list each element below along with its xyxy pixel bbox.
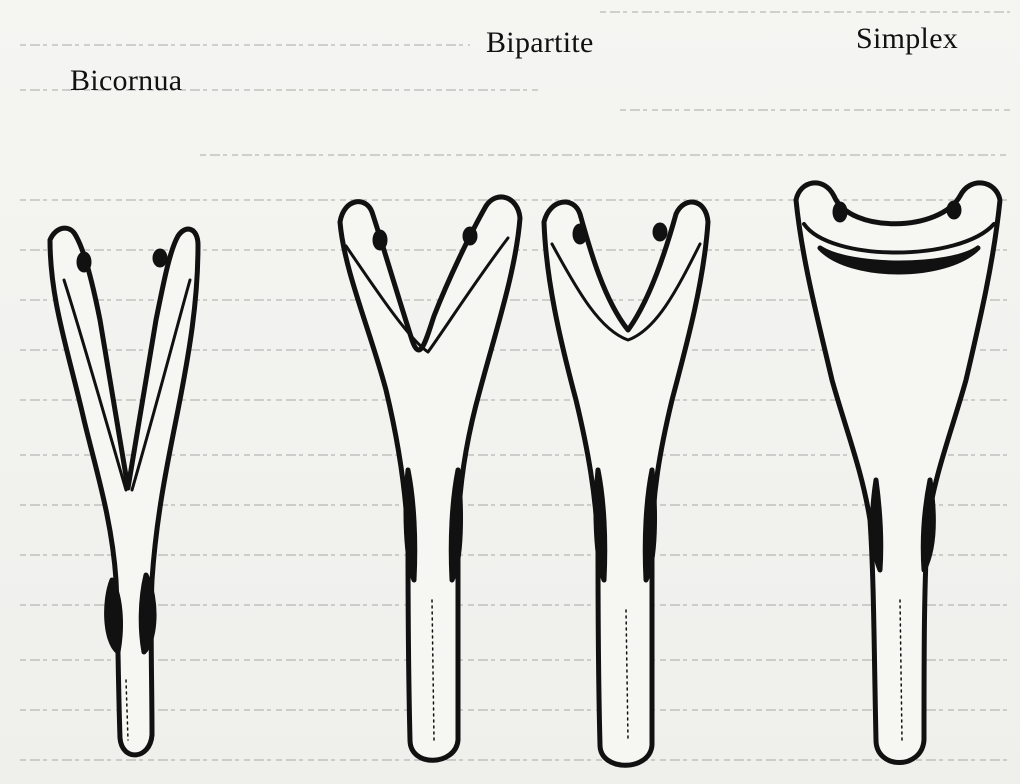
bicornua-figure (50, 228, 198, 755)
simplex-label: Simplex (856, 22, 958, 56)
bicornua-label: Bicornua (70, 64, 182, 98)
bipartite-label: Bipartite (486, 26, 594, 60)
simplex-figure (796, 183, 1000, 763)
bipartite-2-outline (544, 202, 708, 765)
bipartite-figure-1 (340, 197, 520, 760)
bipartite-figure-2 (544, 202, 708, 765)
bipartite-1-outline (340, 197, 520, 760)
